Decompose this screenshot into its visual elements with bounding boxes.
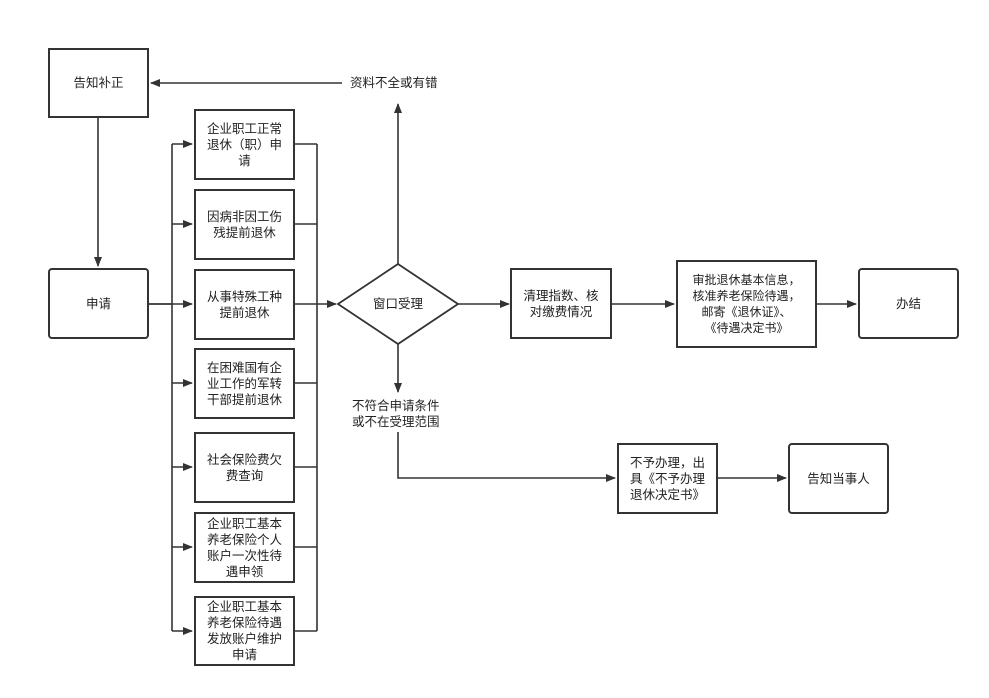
edge-noteligible-to-reject xyxy=(397,432,616,482)
verify-node: 清理指数、核 对缴费情况 xyxy=(510,268,612,339)
type-arrears-node: 社会保险费欠 费查询 xyxy=(194,432,295,503)
type-lumpsum-node: 企业职工基本 养老保险个人 账户一次性待 遇申领 xyxy=(194,512,295,583)
incomplete-label: 资料不全或有错 xyxy=(348,75,440,91)
reject-node: 不予办理，出 具《不予办理 退休决定书》 xyxy=(617,443,718,514)
type-account-node: 企业职工基本 养老保险待遇 发放账户维护 申请 xyxy=(194,596,295,666)
done-node: 办结 xyxy=(858,268,959,339)
type-normal-node: 企业职工正常 退休（职）申 请 xyxy=(194,109,295,180)
type-military-node: 在困难国有企 业工作的军转 干部提前退休 xyxy=(194,348,295,419)
window-label: 窗口受理 xyxy=(372,296,423,311)
notify-supplement-node: 告知补正 xyxy=(48,48,149,118)
approve-node: 审批退休基本信息， 核准养老保险待遇， 邮寄《退休证》、 《待遇决定书》 xyxy=(676,260,817,348)
notify-party-node: 告知当事人 xyxy=(788,443,889,514)
window-diamond xyxy=(336,262,460,346)
not-eligible-label: 不符合申请条件 或不在受理范围 xyxy=(350,398,442,430)
type-illness-node: 因病非因工伤 残提前退休 xyxy=(194,189,295,260)
apply-node: 申请 xyxy=(48,268,149,339)
type-special-node: 从事特殊工种 提前退休 xyxy=(194,269,295,340)
